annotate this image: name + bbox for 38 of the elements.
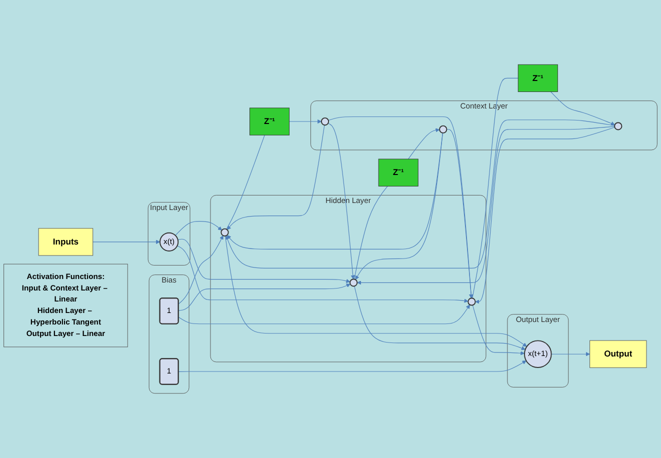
arrow	[226, 120, 615, 268]
arrow	[472, 304, 525, 356]
node-circle	[220, 228, 229, 236]
node-circle	[614, 122, 622, 130]
arrow	[475, 127, 616, 304]
connector	[226, 134, 265, 230]
arrow	[408, 128, 440, 160]
node-circle	[350, 278, 358, 287]
arrow	[289, 119, 322, 124]
node-circle	[439, 125, 448, 134]
arrow	[355, 132, 444, 280]
node-box: Z⁻¹	[378, 158, 418, 186]
arrow	[178, 238, 350, 283]
connector	[354, 186, 388, 280]
node-box: Inputs	[38, 228, 94, 256]
node-circle	[468, 298, 476, 306]
arrow	[178, 284, 350, 311]
arrow	[328, 116, 474, 298]
arrow	[356, 126, 615, 285]
arrow	[92, 240, 160, 244]
arrow	[226, 124, 325, 230]
arrow	[354, 286, 526, 350]
arrow	[226, 132, 443, 250]
arrow	[224, 236, 527, 347]
arrow	[446, 129, 474, 298]
arrow	[178, 304, 470, 324]
arrow	[550, 91, 616, 126]
node-box: Z⁻¹	[250, 108, 290, 136]
node-circle	[320, 117, 330, 126]
node-box: Output	[590, 340, 647, 368]
arrow	[551, 352, 590, 356]
arrow	[175, 221, 222, 236]
connector	[472, 78, 518, 298]
arrow	[178, 360, 526, 372]
arrow	[328, 122, 355, 280]
arrow	[176, 246, 468, 303]
arrow	[178, 235, 224, 304]
node-box: Z⁻¹	[518, 64, 558, 92]
